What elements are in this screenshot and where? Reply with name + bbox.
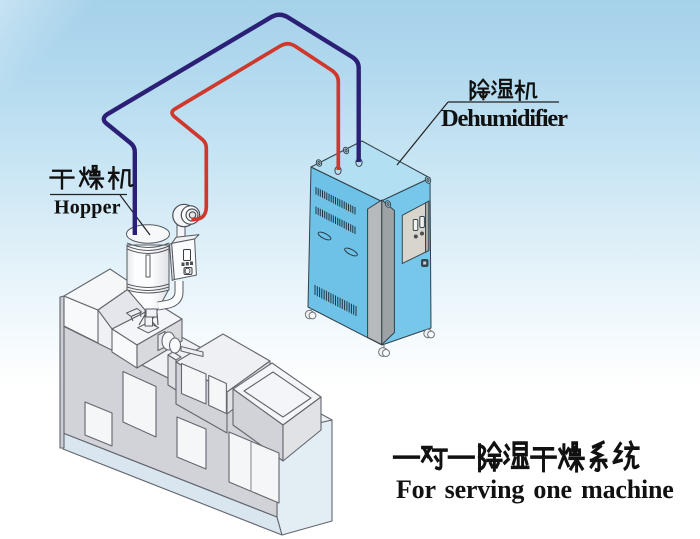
svg-text:Hopper: Hopper — [54, 197, 121, 219]
svg-text:Dehumidifier: Dehumidifier — [441, 105, 568, 132]
svg-text:For serving one machine: For serving one machine — [396, 475, 674, 504]
